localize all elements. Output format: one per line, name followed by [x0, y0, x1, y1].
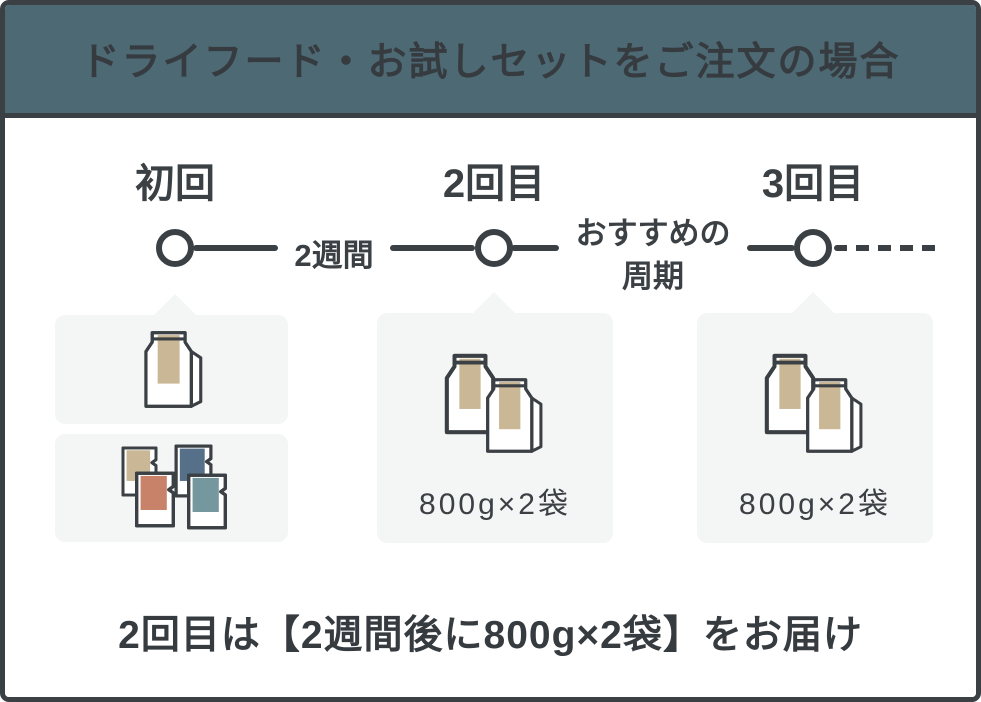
timeline-node-first [156, 229, 194, 267]
timeline-label-third: 3回目 [761, 162, 865, 206]
delivery-note: 2回目は【2週間後に800g×2袋】をお届け [118, 614, 863, 657]
sample-pouch-teal-icon [183, 472, 231, 536]
two-dry-food-bags-icon [759, 351, 877, 459]
timeline-dashed-line [834, 245, 938, 251]
callout-pointer-third [791, 292, 835, 314]
quantity-label: 800g×2袋 [419, 488, 571, 521]
trial-pouch-set-icon [117, 443, 233, 533]
two-dry-food-bags-icon [439, 351, 557, 459]
timeline-label-second: 2回目 [442, 162, 546, 206]
timeline-line-segment [390, 245, 475, 251]
callout-pointer-second [472, 292, 516, 314]
dry-food-bag-icon [477, 375, 547, 461]
timeline-line-segment [193, 245, 278, 251]
content-area: 初回 2回目 3回目 2週間 おすすめの 周期 [5, 118, 976, 697]
interval-label-recommended-cycle-line2: 周期 [622, 259, 684, 294]
sample-pouch-terracotta-icon [131, 470, 179, 534]
first-delivery-samples-panel [55, 434, 288, 542]
interval-label-two-weeks: 2週間 [294, 238, 374, 273]
timeline-line-segment [511, 245, 559, 251]
first-delivery-bag-panel [55, 315, 288, 424]
third-delivery-panel: 800g×2袋 [697, 313, 933, 543]
dry-food-bag-icon [135, 328, 207, 416]
timeline-label-first: 初回 [135, 162, 215, 206]
timeline-node-third [794, 229, 832, 267]
callout-pointer-first [153, 294, 197, 316]
second-delivery-panel: 800g×2袋 [377, 313, 613, 543]
interval-label-recommended-cycle-line1: おすすめの [575, 216, 731, 251]
timeline-line-segment [747, 245, 795, 251]
interval-label-recommended-cycle: おすすめの 周期 [576, 212, 731, 298]
dry-food-bag-icon [439, 351, 501, 441]
quantity-label: 800g×2袋 [739, 488, 891, 521]
timeline-node-second [475, 229, 513, 267]
header-banner: ドライフード・お試しセットをご注文の場合 [5, 5, 976, 118]
header-title: ドライフード・お試しセットをご注文の場合 [80, 41, 901, 84]
dry-food-bag-icon [797, 375, 867, 461]
